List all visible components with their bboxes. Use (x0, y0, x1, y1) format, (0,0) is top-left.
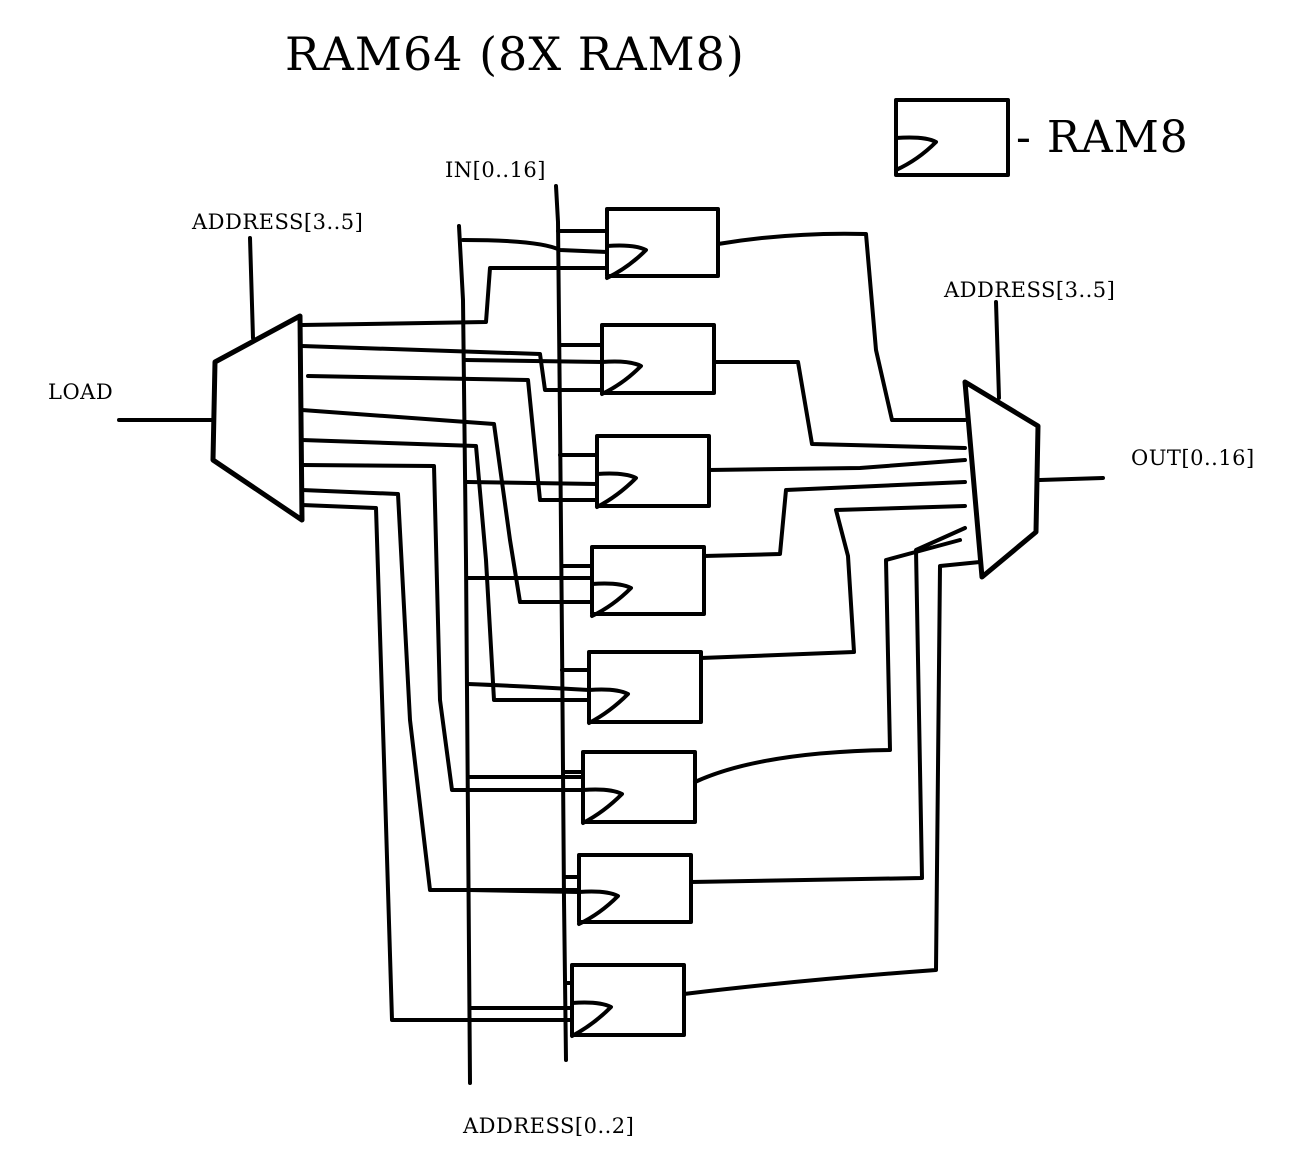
ram8-block (589, 652, 701, 723)
address-low-bus-line (459, 226, 470, 1083)
ram8-block (592, 547, 704, 616)
demux-block (119, 238, 302, 520)
ram8-block (579, 855, 691, 924)
in-bus-line (556, 186, 566, 1060)
load-label: LOAD (48, 380, 113, 404)
legend-label: - RAM8 (1016, 112, 1189, 163)
ram8-to-mux-lines (684, 234, 980, 994)
address-low-label: ADDRESS[0..2] (462, 1114, 634, 1138)
ram8-block-icon (896, 100, 1008, 175)
legend: - RAM8 (896, 100, 1189, 175)
address-demux-label: ADDRESS[3..5] (191, 210, 363, 234)
in-bus-label: IN[0..16] (445, 158, 546, 182)
ram8-block (572, 965, 684, 1036)
ram8-block (583, 752, 695, 823)
out-bus-label: OUT[0..16] (1131, 446, 1255, 470)
address-mux-label: ADDRESS[3..5] (943, 278, 1115, 302)
ram8-block (602, 325, 714, 394)
ram8-block (607, 209, 718, 278)
diagram-title: RAM64 (8X RAM8) (285, 27, 745, 81)
mux-block (965, 302, 1103, 577)
ram8-block (597, 436, 709, 507)
